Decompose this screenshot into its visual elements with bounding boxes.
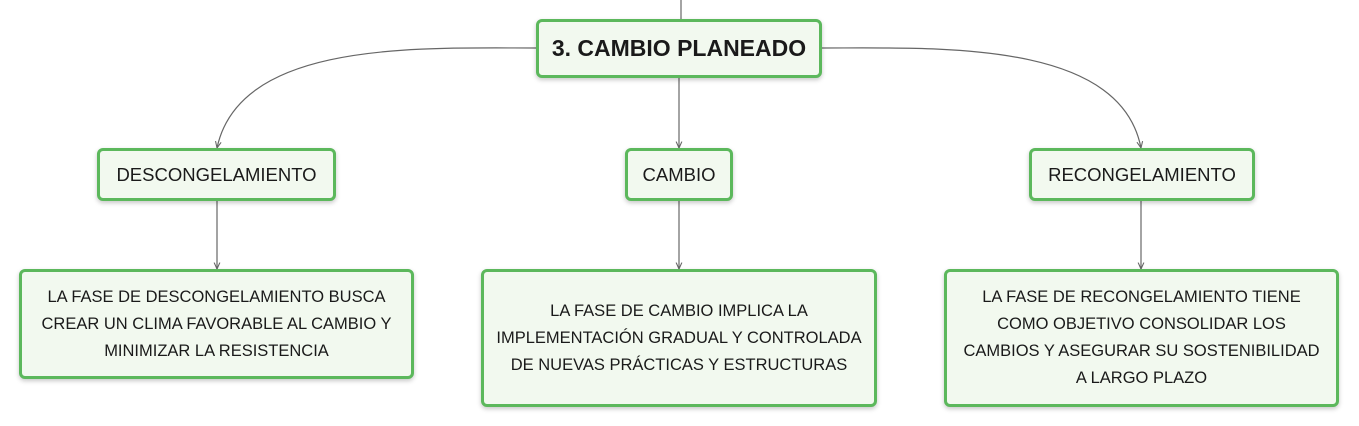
phase-node-label: DESCONGELAMIENTO	[116, 163, 317, 185]
phase-node-recongelamiento[interactable]: RECONGELAMIENTO	[1029, 148, 1255, 201]
connector-root-descongelamiento	[217, 47, 537, 148]
description-text: LA FASE DE RECONGELAMIENTO TIENE COMO OB…	[963, 288, 1320, 387]
description-node-recongelamiento[interactable]: LA FASE DE RECONGELAMIENTO TIENE COMO OB…	[944, 269, 1339, 407]
phase-node-label: RECONGELAMIENTO	[1048, 163, 1236, 185]
description-text: LA FASE DE CAMBIO IMPLICA LA IMPLEMENTAC…	[496, 301, 862, 374]
description-node-descongelamiento[interactable]: LA FASE DE DESCONGELAMIENTO BUSCA CREAR …	[19, 269, 414, 379]
phase-node-cambio[interactable]: CAMBIO	[625, 148, 733, 201]
phase-node-label: CAMBIO	[642, 163, 716, 185]
root-node-label: 3. CAMBIO PLANEADO	[551, 35, 807, 61]
connector-root-recongelamiento	[821, 47, 1141, 148]
description-text: LA FASE DE DESCONGELAMIENTO BUSCA CREAR …	[41, 287, 392, 360]
root-node[interactable]: 3. CAMBIO PLANEADO	[536, 19, 822, 78]
phase-node-descongelamiento[interactable]: DESCONGELAMIENTO	[97, 148, 336, 201]
description-node-cambio[interactable]: LA FASE DE CAMBIO IMPLICA LA IMPLEMENTAC…	[481, 269, 877, 407]
